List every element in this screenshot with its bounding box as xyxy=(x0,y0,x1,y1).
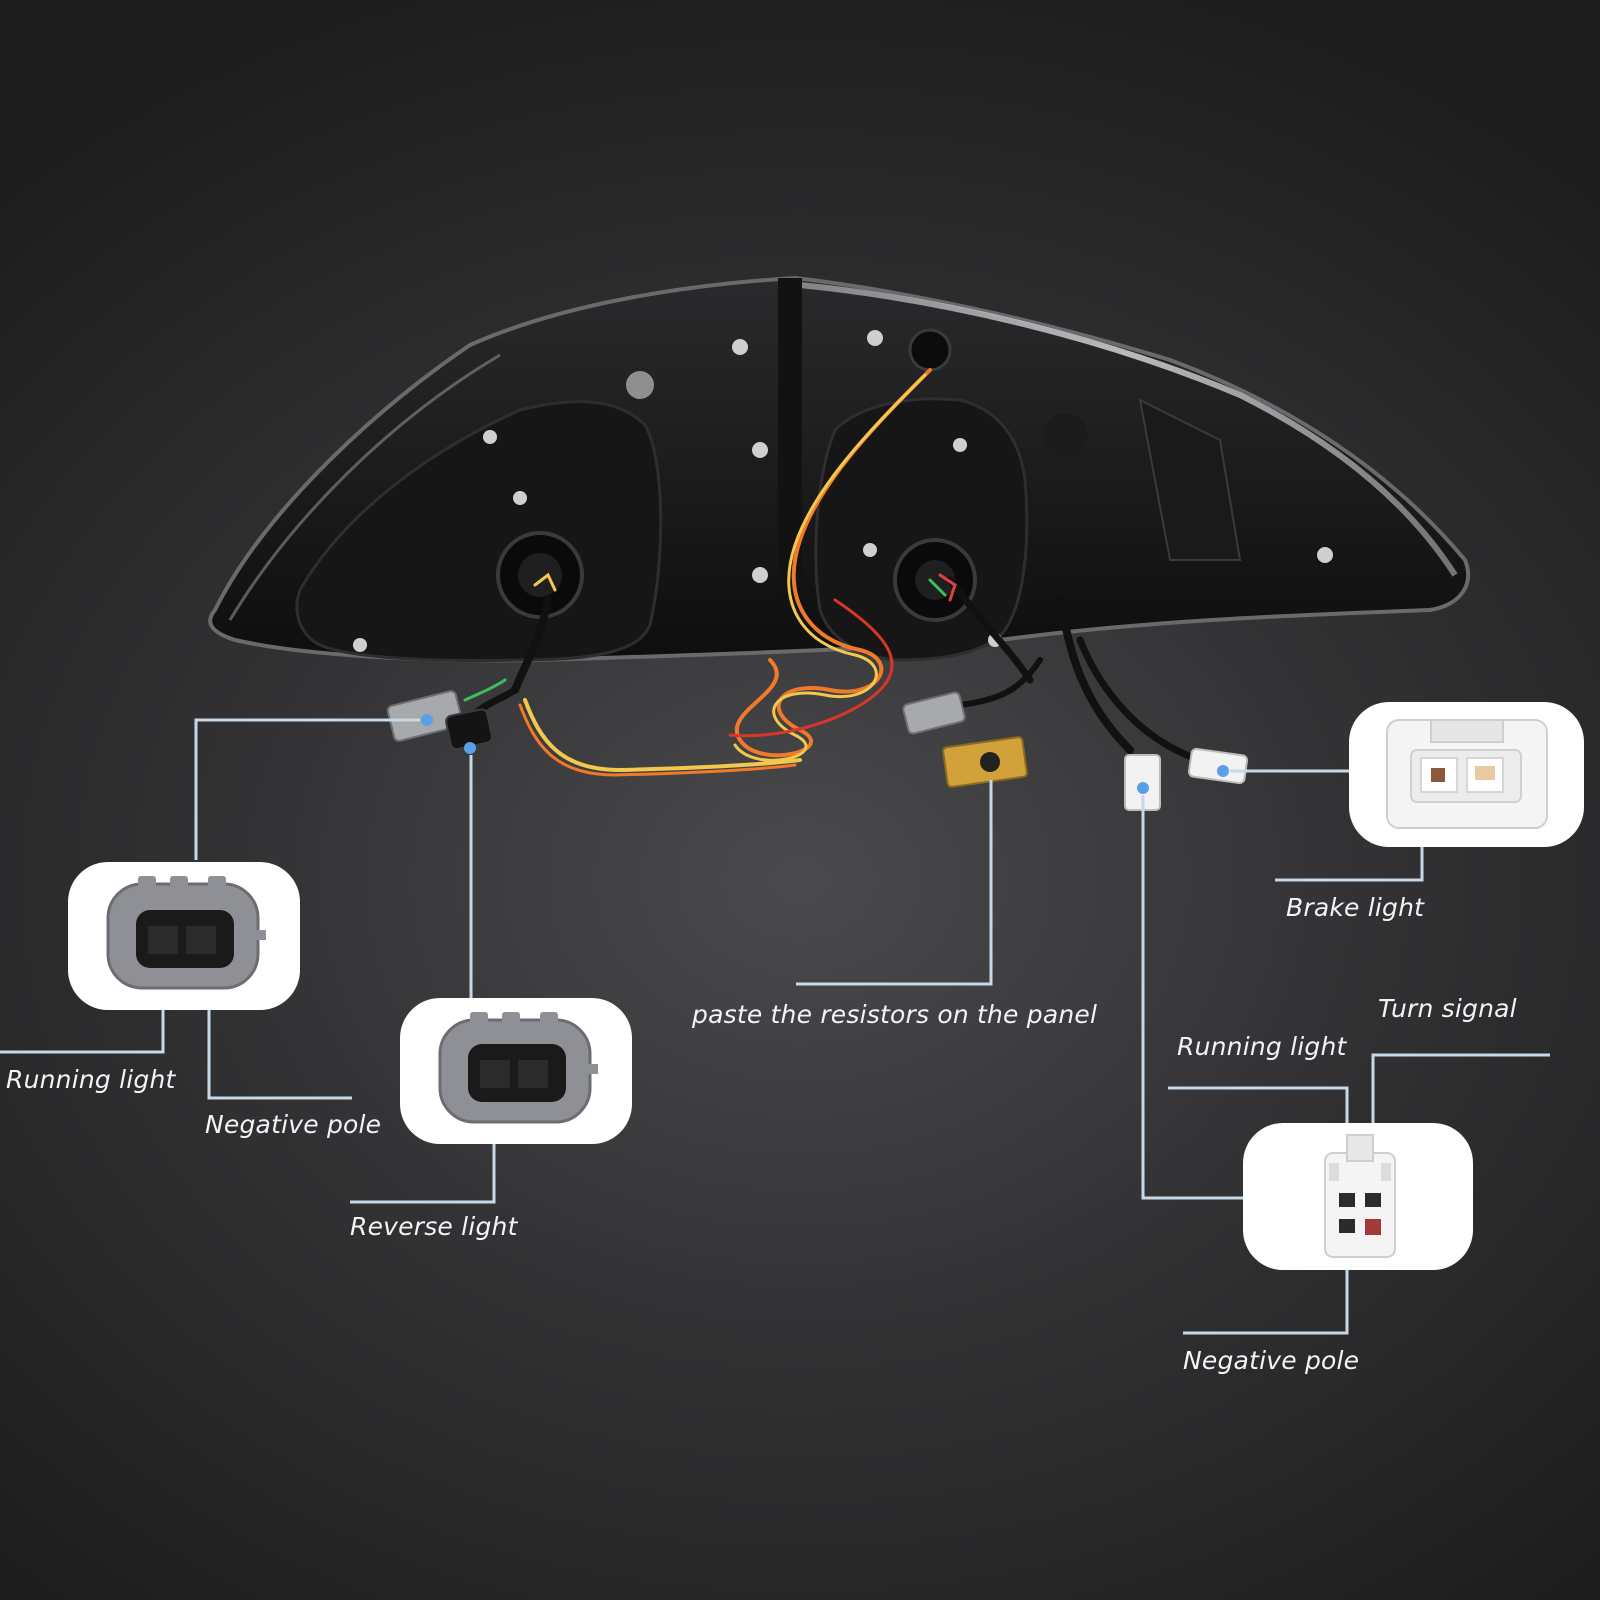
leader-right-connector xyxy=(1141,795,1243,1200)
connector-card-brake xyxy=(1349,702,1584,847)
connector-card-right-multi xyxy=(1243,1123,1473,1270)
label-reverse-light: Reverse light xyxy=(350,1212,518,1241)
left-back-plate xyxy=(295,339,768,662)
two-pin-gray-connector-icon xyxy=(438,1012,598,1124)
connector-dot-left-gray xyxy=(421,714,433,726)
label-left-negative-pole: Negative pole xyxy=(205,1110,382,1139)
white-connector-icon xyxy=(1324,1134,1396,1258)
two-pin-gray-connector-icon xyxy=(106,876,266,990)
connector-dot-right-white xyxy=(1137,782,1149,794)
right-back-plate xyxy=(814,328,1333,662)
leader-turn-signal xyxy=(1371,1053,1550,1140)
leader-negative-pole-right xyxy=(1183,1240,1349,1335)
connector-card-reverse xyxy=(400,998,632,1144)
leader-running-light-right xyxy=(1168,1086,1349,1140)
label-turn-signal: Turn signal xyxy=(1378,994,1517,1023)
leader-left-connector xyxy=(194,718,420,860)
brake-white-connector xyxy=(1187,747,1249,785)
wire-harness xyxy=(463,368,1204,777)
label-resistor-note: paste the resistors on the panel xyxy=(692,1000,1098,1029)
white-connector-icon xyxy=(1386,719,1548,829)
connector-card-running-negative xyxy=(68,862,300,1010)
label-brake-light: Brake light xyxy=(1286,893,1425,922)
leader-resistor xyxy=(796,780,993,986)
resistor-block xyxy=(902,691,1028,788)
connector-dot-brake xyxy=(1217,765,1229,777)
connector-dot-left-black xyxy=(464,742,476,754)
label-right-running-light: Running light xyxy=(1177,1032,1347,1061)
label-right-negative-pole: Negative pole xyxy=(1183,1346,1360,1375)
leader-brake-light xyxy=(1275,840,1424,882)
label-left-running-light: Running light xyxy=(6,1065,176,1094)
